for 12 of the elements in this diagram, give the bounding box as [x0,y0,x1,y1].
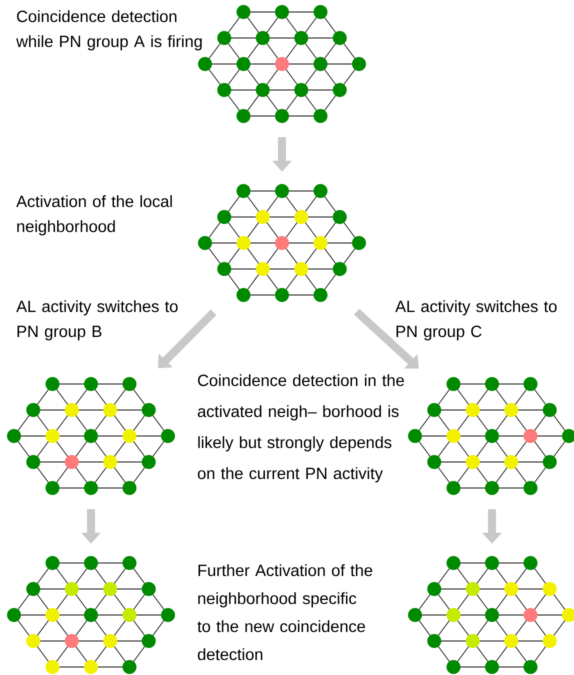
block-arrow [354,308,419,369]
lattice-drawing [408,556,574,674]
description-text: Coincidence detection in the activated neigh– borhood is likely but strongly depends on the current PN activity [198,374,404,482]
lattice-drawing [198,184,366,302]
description-text: Activation of the local neighborhood [16,195,172,236]
description-text: Further Activation of the neighborhood specific to the new coincidence detection [197,564,372,660]
lattice-drawing [7,556,175,674]
lattice-drawing [408,377,574,495]
description-text: Coincidence detection while PN group A is firing [16,10,202,50]
description-text: AL activity switches to PN group C [395,300,557,340]
description-text: AL activity switches to PN group B [16,300,178,340]
lattice-drawing [7,377,175,495]
